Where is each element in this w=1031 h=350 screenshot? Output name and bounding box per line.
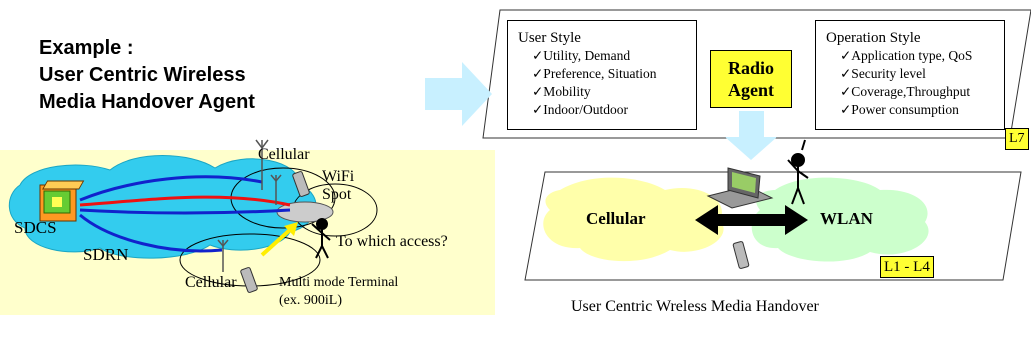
- label-sdcs: SDCS: [14, 218, 57, 237]
- phone-icon-top: [292, 171, 310, 197]
- label-terminal-model: (ex. 900iL): [279, 293, 342, 308]
- antenna-middle: [270, 174, 282, 205]
- operation-style-item: ✓Coverage,Throughput: [840, 84, 971, 99]
- label-wlan-network: WLAN: [820, 209, 873, 228]
- label-cellular-bottom: Cellular: [185, 274, 237, 291]
- double-arrow-icon: [695, 205, 808, 235]
- cellular-cloud: [543, 177, 724, 262]
- blue-link-2: [79, 208, 291, 215]
- slide-title-line-2: User Centric Wireless: [39, 64, 246, 86]
- layer-tag-l1-l4: L1 - L4: [880, 256, 934, 278]
- yellow-arrow-icon: [260, 222, 298, 257]
- wlan-cloud: [751, 177, 929, 262]
- user-style-item: ✓Utility, Demand: [532, 48, 631, 63]
- slide-title-line-1: Example :: [39, 37, 134, 59]
- user-style-item: ✓Mobility: [532, 84, 591, 99]
- diagram-caption: User Centric Wreless Media Handover: [571, 298, 819, 315]
- right-arrow-icon: [425, 62, 492, 126]
- label-cellular-top: Cellular: [258, 146, 310, 163]
- blue-link-1: [79, 175, 263, 202]
- down-arrow-icon: [725, 111, 777, 160]
- operation-style-item: ✓Power consumption: [840, 102, 959, 117]
- phone-icon-panel: [732, 241, 750, 269]
- laptop-icon: [706, 167, 774, 209]
- operation-style-item: ✓Application type, QoS: [840, 48, 973, 63]
- radio-agent-label: Radio Agent: [727, 58, 774, 100]
- user-style-item: ✓Preference, Situation: [532, 66, 657, 81]
- label-multi-mode-terminal: Multi mode Terminal: [279, 275, 399, 290]
- operation-style-title: Operation Style: [826, 30, 921, 46]
- label-sdrn: SDRN: [83, 245, 129, 264]
- label-to-which-access: To which access?: [336, 233, 448, 250]
- person-icon-right: [787, 139, 809, 205]
- slide-title-line-3: Media Handover Agent: [39, 91, 255, 113]
- user-style-box: User Style ✓Utility, Demand ✓Preference,…: [507, 20, 697, 130]
- antenna-top: [255, 139, 269, 190]
- user-style-title: User Style: [518, 30, 581, 46]
- phone-icon-bottom: [240, 267, 258, 293]
- red-link: [79, 195, 291, 207]
- blue-link-3: [79, 213, 223, 253]
- label-wifi-spot: WiFi Spot: [322, 168, 355, 203]
- radio-agent-box: Radio Agent: [710, 50, 792, 108]
- layer-tag-l7: L7: [1005, 128, 1029, 150]
- person-icon-left: [311, 218, 331, 259]
- operation-style-box: Operation Style ✓Application type, QoS ✓…: [815, 20, 1005, 130]
- antenna-bottom: [217, 239, 229, 272]
- user-style-item: ✓Indoor/Outdoor: [532, 102, 629, 117]
- label-cellular-network: Cellular: [586, 209, 646, 228]
- sdcs-box-icon: [39, 180, 85, 222]
- operation-style-item: ✓Security level: [840, 66, 926, 81]
